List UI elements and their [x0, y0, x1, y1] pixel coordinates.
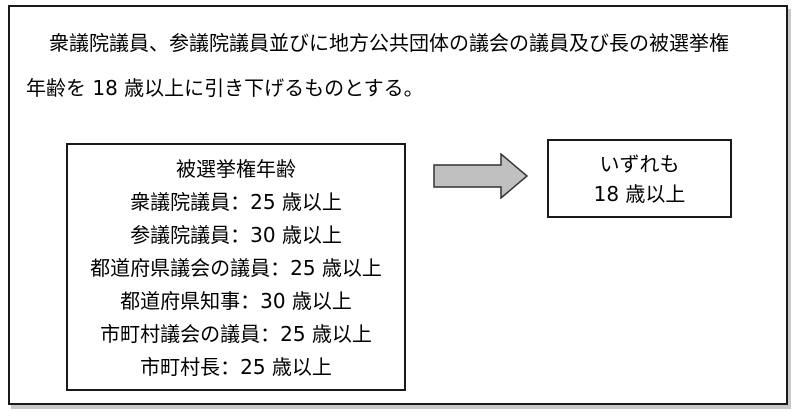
age-row-municipal-assembly: 市町村議会の議員：25 歳以上 [100, 322, 372, 346]
intro-line-2: 年齢を 18 歳以上に引き下げるものとする。 [26, 76, 424, 100]
before-box-title: 被選挙権年齢 [176, 157, 296, 181]
age-row-house-of-representatives: 衆議院議員：25 歳以上 [130, 190, 342, 214]
after-box-line-2: 18 歳以上 [593, 182, 686, 206]
document-frame: 衆議院議員、参議院議員並びに地方公共団体の議会の議員及び長の被選挙権 年齢を 1… [8, 5, 788, 405]
after-age-box: いずれも 18 歳以上 [547, 139, 732, 218]
before-age-box: 被選挙権年齢 衆議院議員：25 歳以上 参議院議員：30 歳以上 都道府県議会の… [66, 143, 406, 391]
right-arrow-icon [433, 153, 529, 199]
age-row-house-of-councillors: 参議院議員：30 歳以上 [130, 223, 342, 247]
arrow-shape [433, 153, 529, 199]
intro-line-1: 衆議院議員、参議院議員並びに地方公共団体の議会の議員及び長の被選挙権 [49, 31, 729, 55]
age-row-prefectural-governor: 都道府県知事：30 歳以上 [120, 289, 352, 313]
after-box-line-1: いずれも [599, 152, 680, 176]
age-row-prefectural-assembly: 都道府県議会の議員：25 歳以上 [90, 256, 382, 280]
intro-paragraph: 衆議院議員、参議院議員並びに地方公共団体の議会の議員及び長の被選挙権 年齢を 1… [10, 7, 790, 137]
age-row-municipal-mayor: 市町村長：25 歳以上 [140, 355, 332, 379]
